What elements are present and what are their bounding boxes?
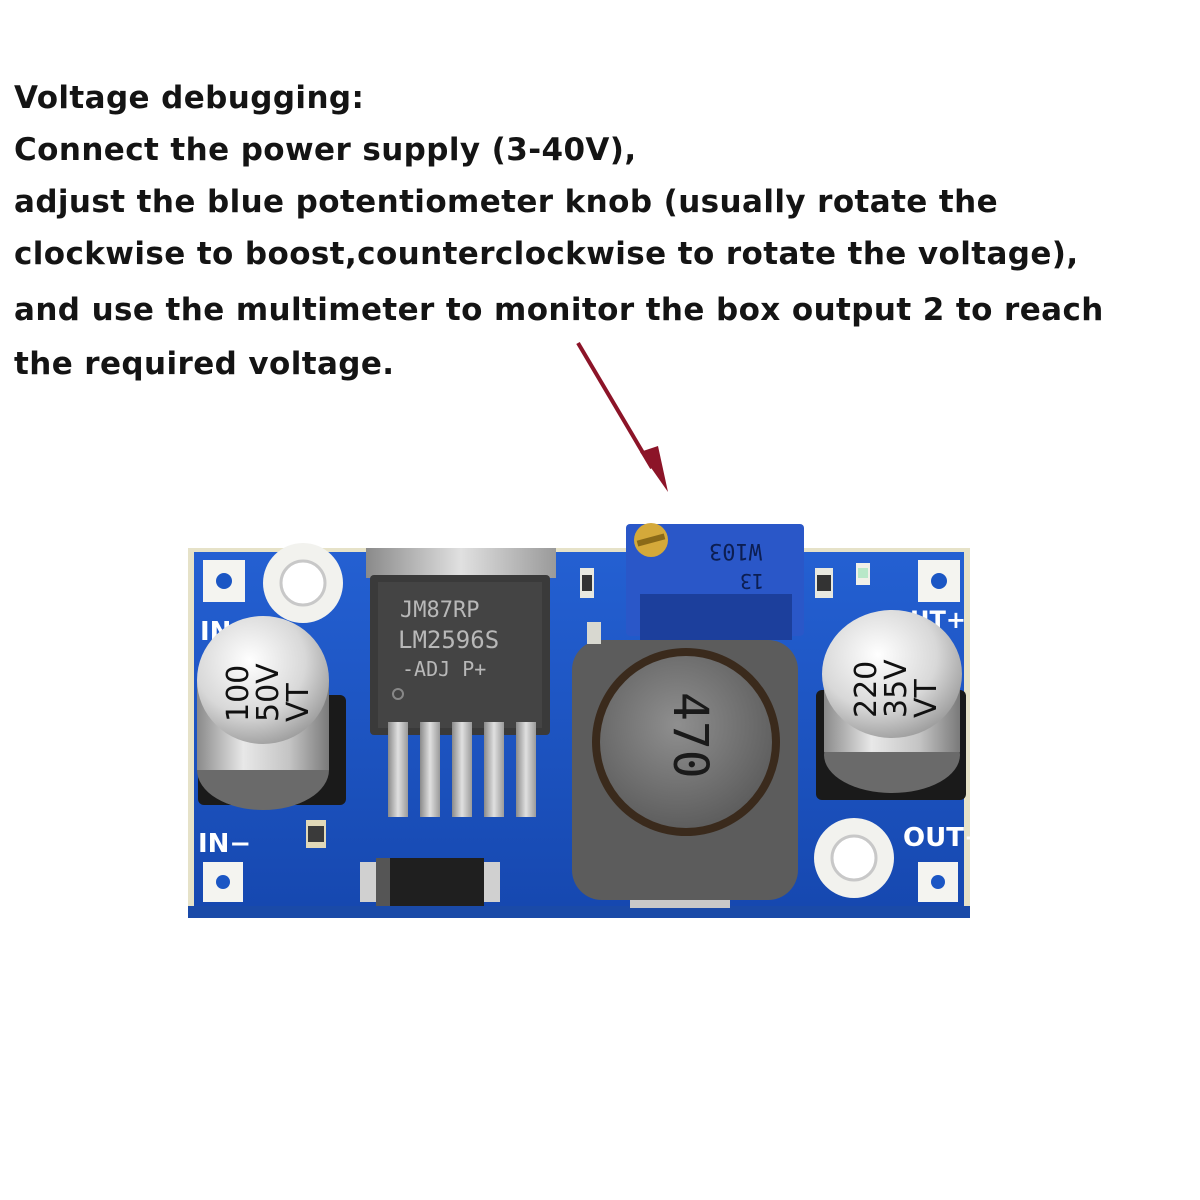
instructions-text: Voltage debugging: Connect the power sup… bbox=[14, 74, 1174, 392]
potentiometer-knob bbox=[634, 523, 668, 557]
mounting-hole-top-left bbox=[203, 560, 245, 602]
pot-marking-1: W103 bbox=[709, 538, 762, 563]
output-cap-marking-2: 35V bbox=[879, 659, 914, 718]
instruction-line-1: Connect the power supply (3-40V), bbox=[14, 132, 637, 168]
output-cap-marking-3: VT bbox=[909, 678, 944, 718]
screw-hole-right bbox=[814, 818, 894, 898]
instruction-line-4: and use the multimeter to monitor the bo… bbox=[14, 292, 1104, 328]
diode bbox=[360, 858, 500, 906]
input-cap-marking-2: 50V bbox=[251, 663, 286, 722]
pot-marking-2: 13 bbox=[740, 569, 764, 593]
instruction-line-2: adjust the blue potentiometer knob (usua… bbox=[14, 184, 999, 220]
mounting-hole-bottom-left bbox=[203, 862, 243, 902]
label-in-minus: IN− bbox=[198, 829, 251, 859]
smd-components bbox=[306, 563, 870, 848]
regulator-chip: JM87RP LM2596S -ADJ P+ bbox=[366, 548, 556, 817]
chip-marking-line-1: JM87RP bbox=[400, 598, 479, 623]
chip-pins bbox=[388, 722, 536, 817]
input-cap-marking-1: 100 bbox=[221, 665, 256, 722]
output-capacitor: 220 35V VT bbox=[816, 610, 966, 800]
mounting-hole-bottom-right bbox=[918, 862, 958, 902]
arrow-indicator bbox=[576, 341, 668, 492]
output-cap-marking-1: 220 bbox=[849, 661, 884, 718]
screw-hole-left bbox=[263, 543, 343, 623]
input-cap-marking-3: VT bbox=[281, 682, 316, 722]
inductor-marking: 470 bbox=[662, 692, 718, 779]
instruction-line-3: clockwise to boost,counterclockwise to r… bbox=[14, 236, 1079, 272]
label-out-minus: OUT− bbox=[903, 823, 986, 853]
inductor: 470 bbox=[572, 640, 798, 908]
potentiometer: W103 13 bbox=[626, 523, 804, 640]
chip-marking-line-2: LM2596S bbox=[398, 626, 499, 654]
input-capacitor: 100 50V VT bbox=[197, 616, 346, 810]
mounting-hole-top-right bbox=[918, 560, 960, 602]
instruction-line-5: the required voltage. bbox=[14, 346, 395, 382]
chip-marking-line-3: -ADJ P+ bbox=[402, 657, 486, 681]
instructions-heading: Voltage debugging: bbox=[14, 80, 365, 116]
